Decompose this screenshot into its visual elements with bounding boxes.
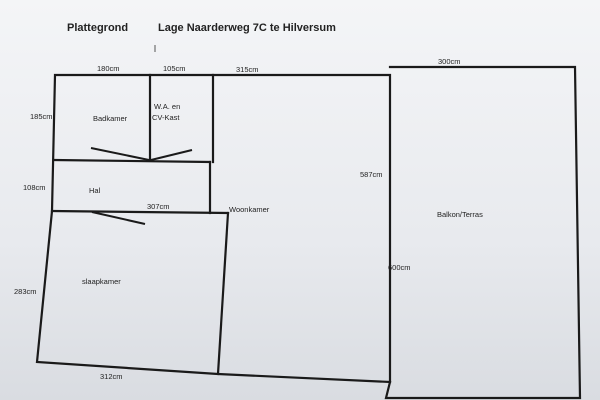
room-hal: Hal (89, 186, 101, 195)
room-wa-line1: W.A. en (154, 102, 180, 111)
door-toilet (150, 149, 193, 161)
dim-mid-307: 307cm (147, 202, 170, 211)
plan-title: Plattegrond (67, 22, 129, 34)
room-slaapkamer: slaapkamer (82, 277, 121, 286)
room-balkon: Balkon/Terras (437, 210, 483, 219)
room-woonkamer: Woonkamer (229, 205, 270, 214)
dim-right-587: 587cm (360, 170, 383, 179)
dim-left-185: 185cm (30, 112, 53, 121)
wall-hall-bedroom (50, 209, 230, 215)
dim-bottom-312: 312cm (100, 372, 123, 381)
dim-top-300: 300cm (438, 57, 461, 66)
dim-top-105: 105cm (163, 64, 186, 73)
door-bathroom (90, 147, 150, 161)
wall-bedroom-living (216, 211, 230, 376)
balcony-outline (384, 65, 582, 400)
dim-left-108: 108cm (23, 183, 46, 192)
dim-left-283: 283cm (14, 287, 37, 296)
wall-bathroom-hall (52, 158, 212, 164)
room-badkamer: Badkamer (93, 114, 128, 123)
dim-right-600: 600cm (388, 263, 411, 272)
dim-top-315: 315cm (236, 65, 259, 74)
dim-top-180: 180cm (97, 64, 120, 73)
room-wa-line2: CV-Kast (152, 113, 180, 122)
address-title: Lage Naarderweg 7C te Hilversum (158, 22, 336, 34)
door-bedroom (91, 211, 146, 225)
